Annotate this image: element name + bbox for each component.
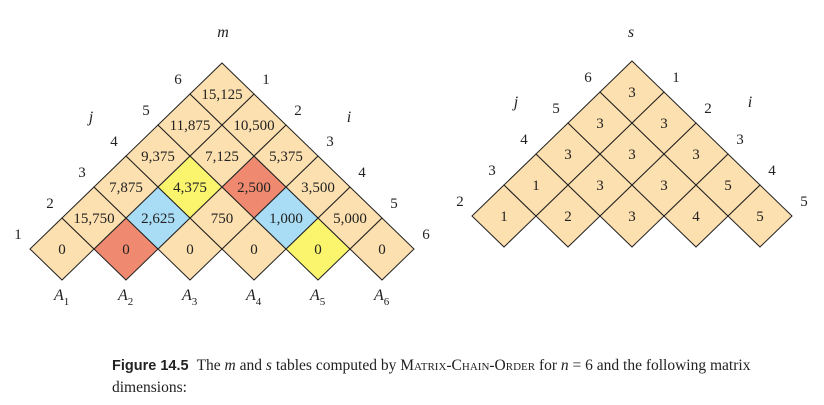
m-i-index: 4	[358, 165, 366, 181]
m-i-index: 1	[262, 72, 270, 88]
m-cell	[189, 62, 255, 126]
s-i-axis-label: i	[748, 94, 752, 111]
matrix-subscript: 1	[64, 296, 70, 308]
m-j-index: 3	[78, 165, 86, 181]
s-cell-value: 5	[724, 178, 732, 194]
s-table-label: s	[628, 24, 634, 41]
s-j-index: 4	[520, 132, 528, 148]
m-cell-value: 10,500	[233, 118, 274, 134]
m-j-index: 1	[14, 227, 22, 243]
m-cell-value: 0	[122, 242, 130, 258]
m-cell-value: 2,625	[141, 211, 175, 227]
matrix-label: A5	[309, 287, 326, 308]
m-table: m j i 0 0 0 0 0 0 15,750 2,625 750 1,000 5,000 7,87…	[14, 24, 430, 308]
matrix-subscript: 6	[384, 296, 390, 308]
matrix-subscript: 4	[256, 296, 262, 308]
matrix-label: A4	[245, 287, 262, 308]
matrix-subscript: 2	[128, 296, 134, 308]
caption-n: n	[560, 357, 569, 374]
s-cell-value: 3	[660, 116, 668, 132]
s-i-index: 2	[704, 101, 712, 117]
m-j-index: 4	[110, 134, 118, 150]
m-i-index: 5	[390, 196, 398, 212]
m-j-axis-label: j	[87, 109, 94, 126]
caption-rest: = 6 and the following matrix dimensions:	[112, 357, 751, 396]
matrix-label: A3	[181, 287, 198, 308]
s-cell-value: 1	[500, 209, 508, 225]
caption-for: for	[535, 357, 561, 374]
matrix-subscript: 5	[320, 296, 326, 308]
m-i-index: 6	[422, 227, 430, 243]
m-cell-value: 15,125	[201, 87, 242, 103]
s-cell-value: 3	[596, 178, 604, 194]
m-cell-value: 9,375	[141, 149, 175, 165]
s-cell-value: 3	[564, 147, 572, 163]
caption-m: m	[224, 357, 236, 374]
m-cell-value: 2,500	[237, 180, 271, 196]
s-cell	[599, 60, 665, 124]
matrix-label: A6	[373, 287, 390, 308]
s-j-index: 6	[584, 70, 592, 86]
s-cell-value: 1	[532, 178, 540, 194]
s-cell-value: 3	[692, 147, 700, 163]
caption-text-before: The	[196, 357, 225, 374]
s-i-index: 3	[736, 132, 744, 148]
m-i-index: 2	[294, 103, 302, 119]
s-j-index: 5	[552, 101, 560, 117]
m-cell-value: 0	[314, 242, 322, 258]
m-j-index: 2	[46, 196, 54, 212]
s-cell-value: 3	[628, 209, 636, 225]
m-table-label: m	[217, 24, 229, 41]
s-i-index: 5	[800, 194, 808, 210]
s-cell-value: 3	[596, 116, 604, 132]
s-cell-value: 3	[628, 85, 636, 101]
m-cell-value: 7,875	[109, 180, 143, 196]
m-cell-value: 7,125	[205, 149, 239, 165]
m-cell-value: 750	[211, 211, 234, 227]
matrix-subscript: 3	[192, 296, 198, 308]
m-cell-value: 11,875	[170, 118, 211, 134]
figure-caption: Figure 14.5 The m and s tables computed b…	[112, 355, 802, 398]
m-cell-value: 5,000	[333, 211, 367, 227]
m-cell-value: 0	[378, 242, 386, 258]
s-cell-value: 3	[660, 178, 668, 194]
m-cell-value: 1,000	[269, 211, 303, 227]
caption-label: Figure 14.5	[112, 358, 189, 374]
s-table: s j i 1 2 3 4 5 1 3 3 5 3 3 3 3 3 3 2 3 4 5 6 1 2 3 4 5	[456, 24, 808, 248]
caption-mid: tables computed by	[271, 357, 401, 374]
s-i-index: 1	[672, 70, 680, 86]
matrix-label: A1	[53, 287, 69, 308]
s-j-axis-label: j	[512, 94, 519, 111]
s-cell-value: 3	[628, 147, 636, 163]
m-cell-value: 3,500	[301, 180, 335, 196]
caption-algorithm: Matrix-Chain-Order	[400, 357, 536, 374]
matrix-label: A2	[117, 287, 133, 308]
caption-s: s	[265, 357, 272, 374]
m-i-index: 3	[326, 134, 334, 150]
m-cell-value: 0	[58, 242, 66, 258]
m-cell-value: 0	[250, 242, 258, 258]
m-i-axis-label: i	[347, 109, 351, 126]
s-j-index: 2	[456, 194, 464, 210]
s-cell-value: 5	[756, 209, 764, 225]
m-cell-value: 0	[186, 242, 194, 258]
s-cell-value: 4	[692, 209, 700, 225]
caption-and: and	[235, 357, 266, 374]
s-j-index: 3	[488, 163, 496, 179]
m-cell-value: 15,750	[73, 211, 114, 227]
m-cell-value: 4,375	[173, 180, 207, 196]
m-j-index: 5	[142, 103, 150, 119]
s-cell-value: 2	[564, 209, 572, 225]
s-i-index: 4	[768, 163, 776, 179]
m-cell-value: 5,375	[269, 149, 303, 165]
m-j-index: 6	[174, 72, 182, 88]
